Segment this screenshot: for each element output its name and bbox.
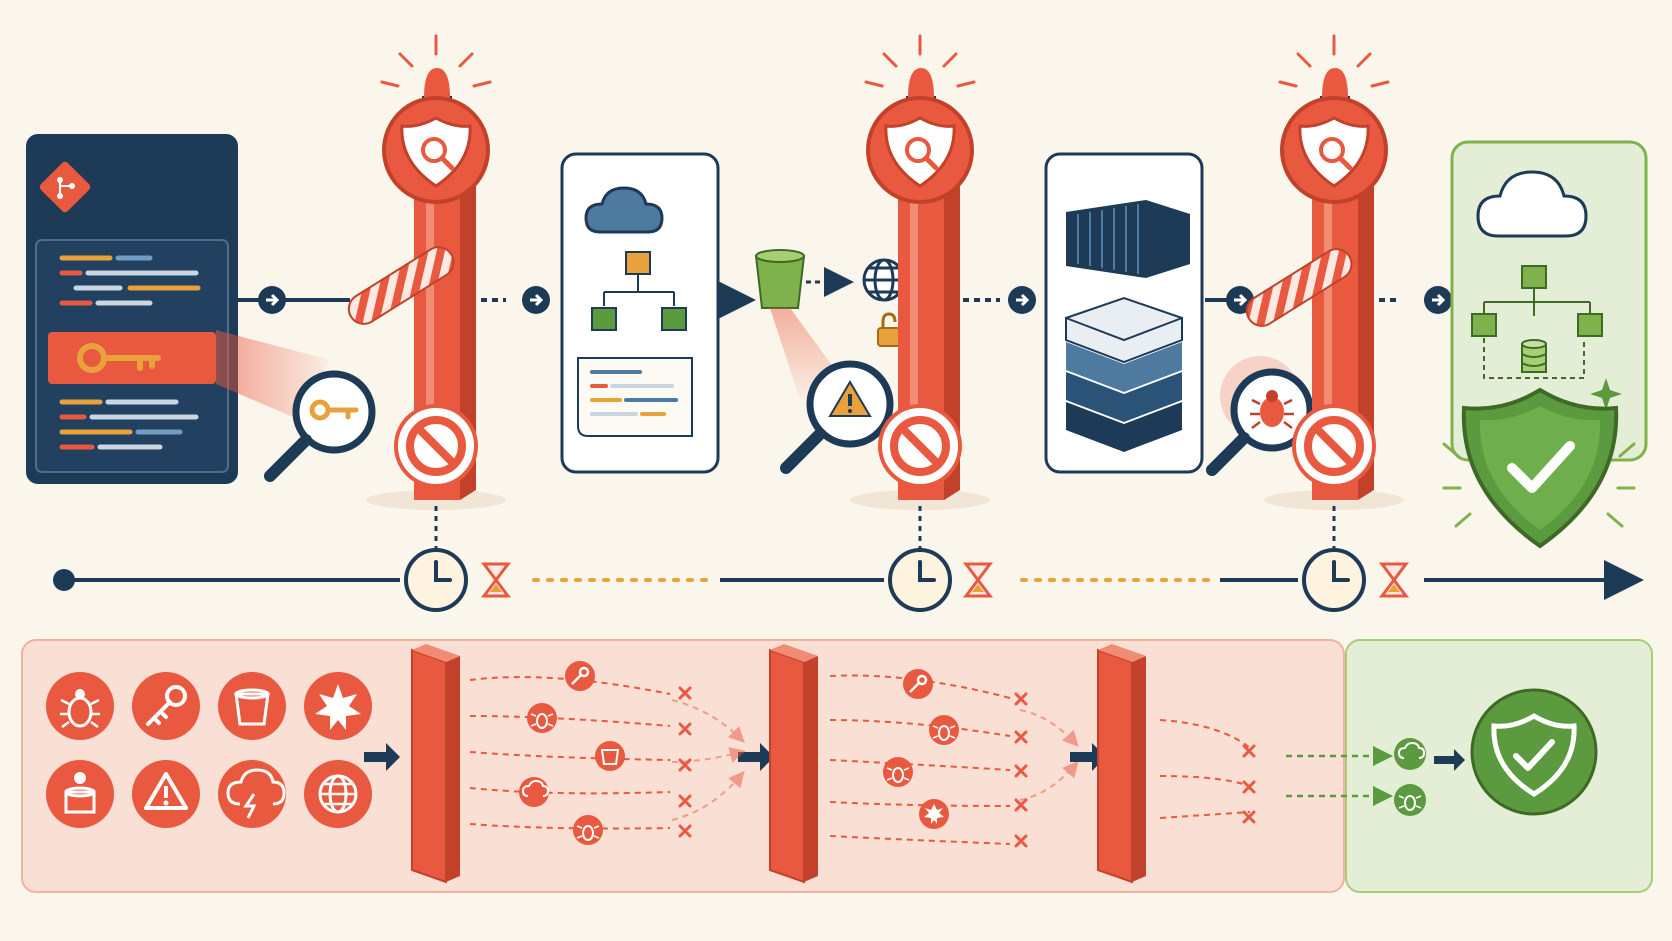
burst-icon — [304, 672, 372, 740]
security-gate-3 — [1245, 34, 1404, 510]
warning-icon — [132, 760, 200, 828]
flow-node — [522, 286, 550, 314]
blocked-marks-2 — [1014, 692, 1028, 848]
bucket-icon — [595, 741, 625, 771]
shield-check-icon — [1470, 688, 1598, 816]
tree-diagram — [1483, 284, 1591, 379]
firewall-wall-3 — [1097, 644, 1146, 884]
firewall-wall-1 — [411, 644, 460, 884]
firewall-wall-2 — [769, 644, 818, 884]
magnifier-key-icon — [264, 370, 376, 482]
deployed-cloud-panel — [1450, 140, 1648, 462]
database-bug-icon — [46, 760, 114, 828]
source-repo-panel — [26, 134, 238, 484]
bug-icon — [46, 672, 114, 740]
padlock-icon — [877, 312, 901, 347]
stage-1-threats — [519, 661, 625, 845]
magnifier-bug-icon — [1206, 368, 1314, 476]
database-icon — [1521, 339, 1547, 373]
globe-icon — [304, 760, 372, 828]
cloud-icon — [1476, 170, 1588, 238]
flow-node — [1424, 286, 1452, 314]
cloud-lightning-icon — [218, 760, 286, 828]
key-icon — [77, 343, 161, 373]
bug-icon — [527, 703, 557, 733]
barrier-arm — [347, 246, 455, 325]
container-image-card — [1044, 152, 1204, 474]
cloud-lightning-icon — [1394, 738, 1426, 770]
flow-node — [258, 286, 286, 314]
clock-icon — [1302, 548, 1366, 612]
bug-icon — [573, 815, 603, 845]
code-lines — [59, 255, 201, 450]
bucket-icon — [754, 249, 806, 309]
bug-icon — [929, 715, 959, 745]
layer-stack — [1065, 296, 1183, 452]
sparkle-icon — [1590, 378, 1622, 410]
blocked-marks-1 — [678, 686, 692, 838]
blocked-icon — [1292, 404, 1376, 488]
container-icon — [1066, 200, 1190, 278]
cloud-icon — [584, 186, 664, 234]
stage-3-survivors — [1394, 738, 1426, 816]
flow-node — [1008, 286, 1036, 314]
infra-template-card — [560, 152, 720, 474]
blocked-icon — [878, 404, 962, 488]
globe-icon — [862, 258, 906, 302]
key-icon — [565, 661, 595, 691]
key-icon — [132, 672, 200, 740]
security-gate-2 — [850, 34, 990, 510]
timeline — [53, 506, 1644, 612]
bug-icon — [883, 757, 913, 787]
hourglass-icon — [481, 562, 511, 598]
barrier-arm — [1245, 248, 1353, 327]
key-icon — [903, 669, 933, 699]
clock-icon — [888, 548, 952, 612]
burst-icon — [919, 799, 949, 829]
tree-diagram — [603, 270, 675, 306]
filtered-flow-3 — [1159, 719, 1251, 819]
result-arrow — [1434, 749, 1465, 771]
bucket-icon — [218, 672, 286, 740]
stage-2-threats — [883, 669, 959, 829]
filtered-flow-1 — [469, 676, 746, 830]
git-branch-icon — [39, 161, 91, 213]
clock-icon — [404, 548, 468, 612]
magnifier-warning-icon — [780, 360, 894, 474]
blocked-marks-3 — [1242, 744, 1256, 824]
bug-icon — [1394, 784, 1426, 816]
hourglass-icon — [963, 562, 993, 598]
security-gate-1 — [347, 34, 506, 510]
shield-check-icon — [1442, 387, 1636, 549]
passing-flow — [1286, 746, 1393, 806]
blocked-icon — [394, 404, 478, 488]
cloud-lightning-icon — [519, 777, 550, 807]
code-document — [577, 357, 693, 437]
hourglass-icon — [1379, 562, 1409, 598]
threat-icon-grid — [46, 672, 372, 828]
bug-icon — [1250, 390, 1294, 429]
warning-icon — [828, 380, 872, 417]
